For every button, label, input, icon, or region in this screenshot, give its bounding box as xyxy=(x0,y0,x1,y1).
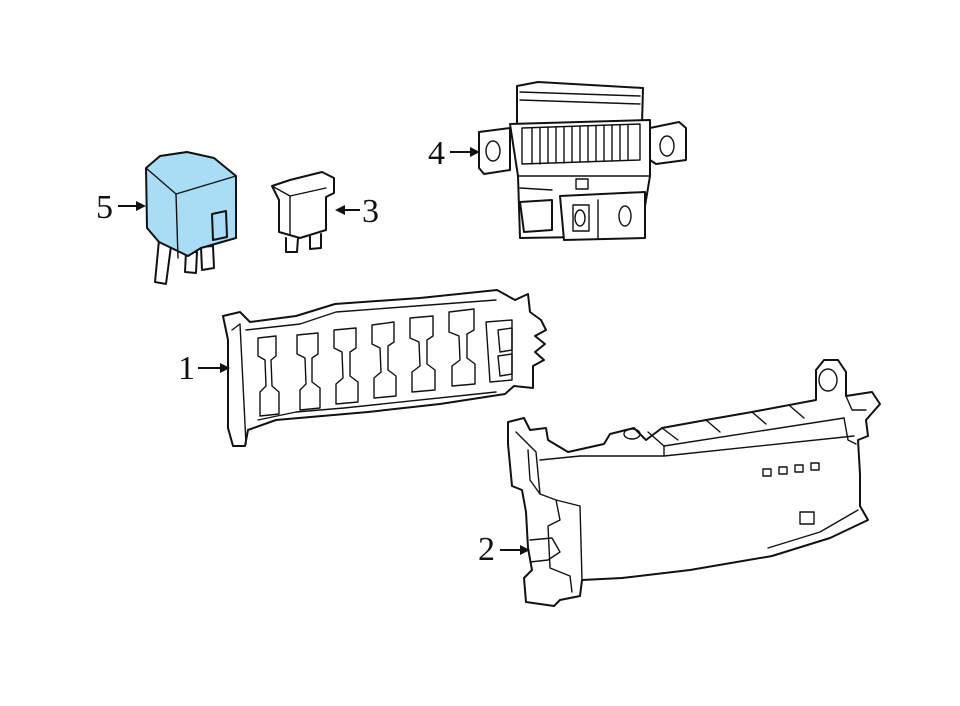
callout-2: 2 xyxy=(478,531,530,568)
callout-4: 4 xyxy=(428,135,480,172)
callout-label-1: 1 xyxy=(178,350,195,387)
callout-label-5: 5 xyxy=(96,189,113,226)
control-module-part-2[interactable] xyxy=(507,359,881,607)
fuse-block-part-1[interactable] xyxy=(222,289,547,447)
callout-label-4: 4 xyxy=(428,135,445,172)
callout-label-2: 2 xyxy=(478,531,495,568)
fuse-part-3[interactable] xyxy=(271,171,335,253)
relay-part-5[interactable] xyxy=(145,151,237,285)
callout-3: 3 xyxy=(335,193,379,230)
callout-1: 1 xyxy=(178,350,230,387)
module-part-4[interactable] xyxy=(478,81,687,241)
callout-5: 5 xyxy=(96,189,146,226)
callout-label-3: 3 xyxy=(362,193,379,230)
